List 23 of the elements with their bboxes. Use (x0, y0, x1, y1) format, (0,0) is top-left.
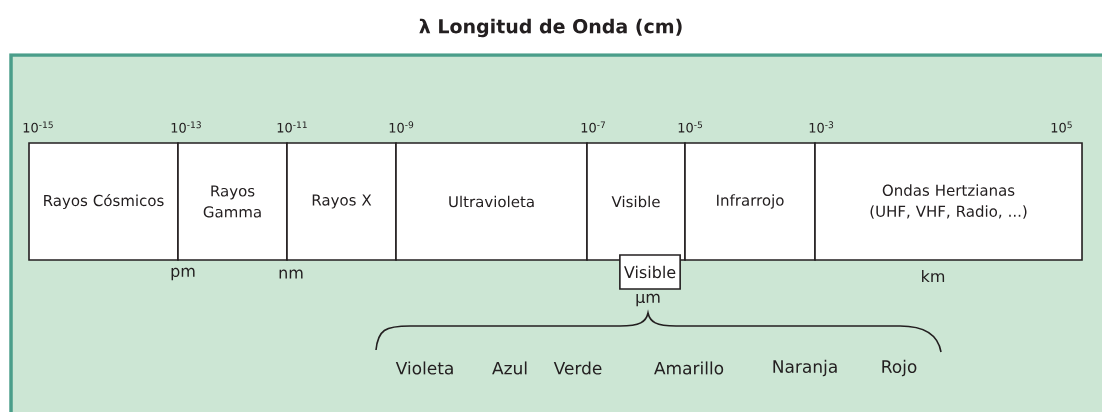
tick-label: 10$^{-15}$ (23, 121, 53, 133)
band-cell: Rayos Gamma (177, 142, 288, 261)
color-label: Naranja (773, 359, 837, 377)
tick-label: 10$^{-13}$ (171, 121, 201, 133)
band-cell: Ultravioleta (395, 142, 588, 261)
color-label: Violeta (395, 361, 453, 375)
color-label: Amarillo (654, 361, 724, 375)
visible-box: Visible (619, 254, 681, 290)
unit-label: pm (171, 267, 195, 281)
band-cell: Rayos X (286, 142, 397, 261)
tick-label: 10$^{-11}$ (277, 121, 307, 133)
unit-label: µm (636, 293, 660, 307)
unit-label: nm (279, 269, 303, 279)
tick-label: 10$^{-3}$ (809, 121, 834, 133)
tick-label: 10$^{-5}$ (678, 121, 703, 133)
title: λ Longitud de Onda (cm) (419, 18, 682, 38)
color-label: Verde (553, 361, 602, 375)
band-cell: Infrarrojo (684, 142, 816, 261)
tick-label: 10$^{-9}$ (389, 121, 414, 133)
tick-label: 10$^{-7}$ (581, 121, 606, 133)
color-label: Rojo (882, 359, 917, 377)
color-label: Azul (492, 361, 527, 375)
band-cell: Rayos Cósmicos (28, 142, 179, 261)
